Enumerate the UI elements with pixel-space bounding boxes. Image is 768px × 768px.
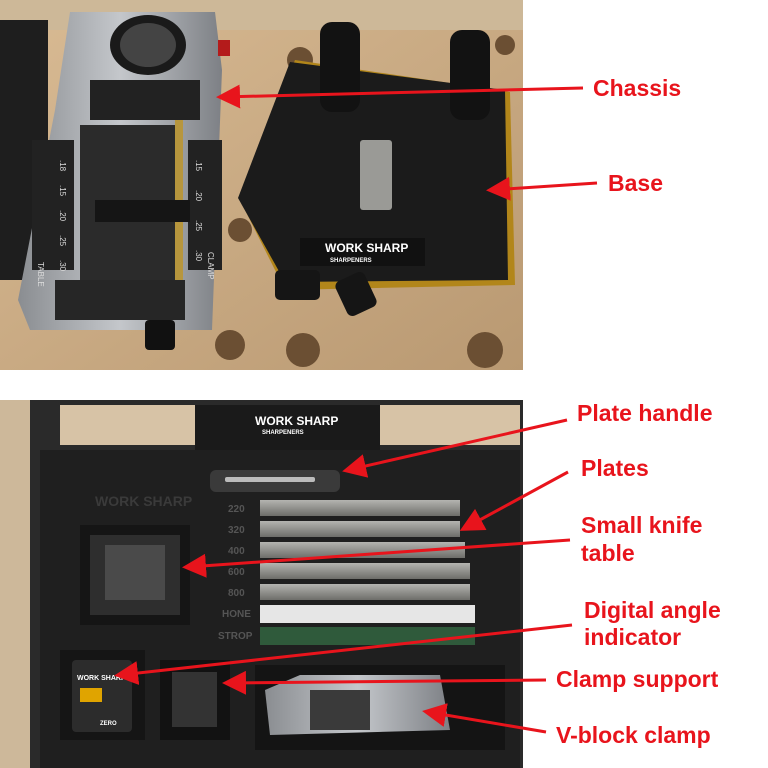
arrow-base <box>486 176 598 201</box>
label-plates: Plates <box>581 455 649 481</box>
plates: 220 320 400 600 800 HONE STROP <box>218 500 475 645</box>
knobs <box>275 270 377 317</box>
arrow-plates <box>459 470 569 531</box>
grit-label: 800 <box>228 588 245 599</box>
indicator-brand: WORK SHARP <box>77 675 126 682</box>
grit-label: 600 <box>228 567 245 578</box>
scale-tick: .25 <box>58 235 67 247</box>
label-base: Base <box>608 170 663 196</box>
label-plate-handle: Plate handle <box>577 400 712 426</box>
logo-text: WORK SHARP <box>255 414 338 428</box>
scale-tick: .18 <box>58 160 67 172</box>
label-digital-angle-indicator-line1: Digital angle <box>584 597 721 623</box>
grit-label: 400 <box>228 546 245 557</box>
arrow-plate-handle <box>342 418 568 478</box>
label-v-block-clamp: V-block clamp <box>556 722 711 748</box>
scale-tick: .25 <box>194 220 203 232</box>
arrow-small-knife-table <box>182 538 571 578</box>
v-block-clamp <box>255 665 505 750</box>
tray-logo: WORK SHARP <box>95 493 192 509</box>
grit-label: 320 <box>228 525 245 536</box>
logo-subtext: SHARPENERS <box>330 258 372 264</box>
grit-label: HONE <box>222 609 251 620</box>
arrow-clamp-support <box>222 670 547 695</box>
label-digital-angle-indicator-line2: indicator <box>584 624 681 650</box>
scale-tick: .20 <box>194 190 203 202</box>
digital-angle-indicator: WORK SHARP ZERO <box>60 650 145 740</box>
scale-tick: .30 <box>58 260 67 272</box>
annotation-labels: Chassis Base Plate handle Plates Small k… <box>556 75 721 748</box>
arrow-chassis <box>216 84 584 109</box>
logo-text: WORK SHARP <box>325 241 408 255</box>
grit-label: 220 <box>228 504 245 515</box>
label-clamp-support: Clamp support <box>556 666 719 692</box>
bottom-photo: WORK SHARP SHARPENERS WORK SHARP 220 320… <box>0 400 523 768</box>
base-logo: WORK SHARP SHARPENERS <box>300 238 425 266</box>
scale-tick: .20 <box>58 210 67 222</box>
box-logo-card: WORK SHARP SHARPENERS <box>195 405 380 450</box>
indicator-button-label: ZERO <box>100 721 117 727</box>
label-small-knife-table-line2: table <box>581 540 635 566</box>
chassis: .18 .15 .20 .25 .30 TABLE .15 .20 .25 .3… <box>18 12 230 350</box>
scale-label: CLAMP <box>206 252 215 280</box>
chassis-angle-scale: .18 .15 .20 .25 .30 TABLE .15 .20 .25 .3… <box>36 160 215 287</box>
scale-label: TABLE <box>36 262 45 287</box>
scale-tick: .15 <box>194 160 203 172</box>
bench-holes <box>215 35 515 368</box>
logo-subtext: SHARPENERS <box>262 430 304 436</box>
label-chassis: Chassis <box>593 75 681 101</box>
top-photo: .18 .15 .20 .25 .30 TABLE .15 .20 .25 .3… <box>0 0 523 370</box>
arrow-v-block-clamp <box>422 703 547 734</box>
label-small-knife-table-line1: Small knife <box>581 512 702 538</box>
clamp-support <box>160 660 230 740</box>
scale-tick: .15 <box>58 185 67 197</box>
annotation-arrows <box>114 84 598 734</box>
base: WORK SHARP SHARPENERS <box>238 22 515 290</box>
small-knife-table <box>80 525 190 625</box>
grit-label: STROP <box>218 631 253 642</box>
scale-tick: .30 <box>194 250 203 262</box>
arrow-digital-angle-indicator <box>114 623 573 685</box>
